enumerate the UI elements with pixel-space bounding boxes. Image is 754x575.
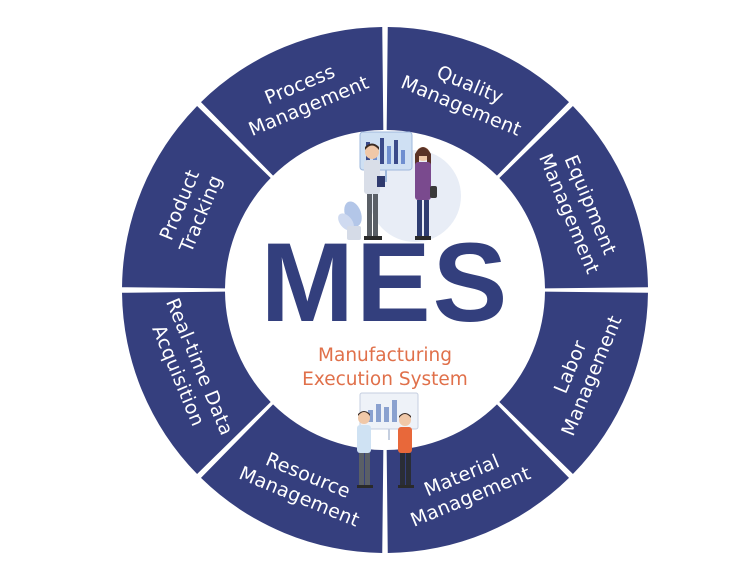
ring-segment	[122, 105, 271, 289]
ring-segment	[200, 27, 384, 176]
team-with-presentation-board-illustration	[357, 392, 419, 488]
ring-segment	[200, 404, 384, 553]
mes-subtitle-line-2: Execution System	[302, 369, 468, 390]
mes-title: MES	[261, 220, 510, 345]
ring-segment	[386, 27, 570, 176]
mes-ring	[122, 27, 648, 553]
ring-segment	[499, 291, 648, 475]
ring-segment	[386, 404, 570, 553]
ring-segment	[122, 291, 271, 475]
team-with-dashboard-board-illustration	[338, 131, 461, 242]
ring-segment	[499, 105, 648, 289]
mes-subtitle-line-1: Manufacturing	[318, 345, 452, 366]
